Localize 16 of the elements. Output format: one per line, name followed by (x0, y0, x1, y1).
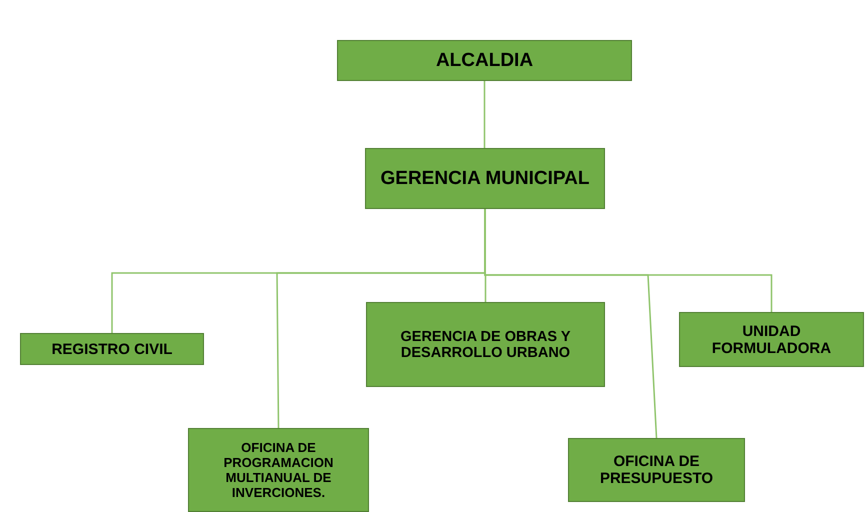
org-box (337, 40, 632, 81)
connector-line (484, 209, 772, 312)
org-box (366, 302, 605, 387)
unit-name: UNIDAD FORMULADORA (710, 322, 832, 356)
org-box (568, 438, 745, 502)
org-box (188, 428, 369, 512)
unit-name: GERENCIA DE OBRAS Y DESARROLLO URBANO (400, 328, 572, 360)
unit-name: OFICINA DE PRESUPUESTO (598, 453, 714, 487)
org-box (20, 333, 204, 365)
org-box (365, 148, 605, 209)
unit-name: REGISTRO CIVIL (52, 340, 172, 358)
org-box (679, 312, 864, 367)
unit-name: GERENCIA MUNICIPAL (380, 168, 590, 190)
unit-name: OFICINA DE PROGRAMACION MULTIANUAL DE INVERCIONES. (222, 440, 334, 500)
unit-name: ALCALDIA (436, 50, 534, 72)
connector-line (484, 81, 486, 148)
